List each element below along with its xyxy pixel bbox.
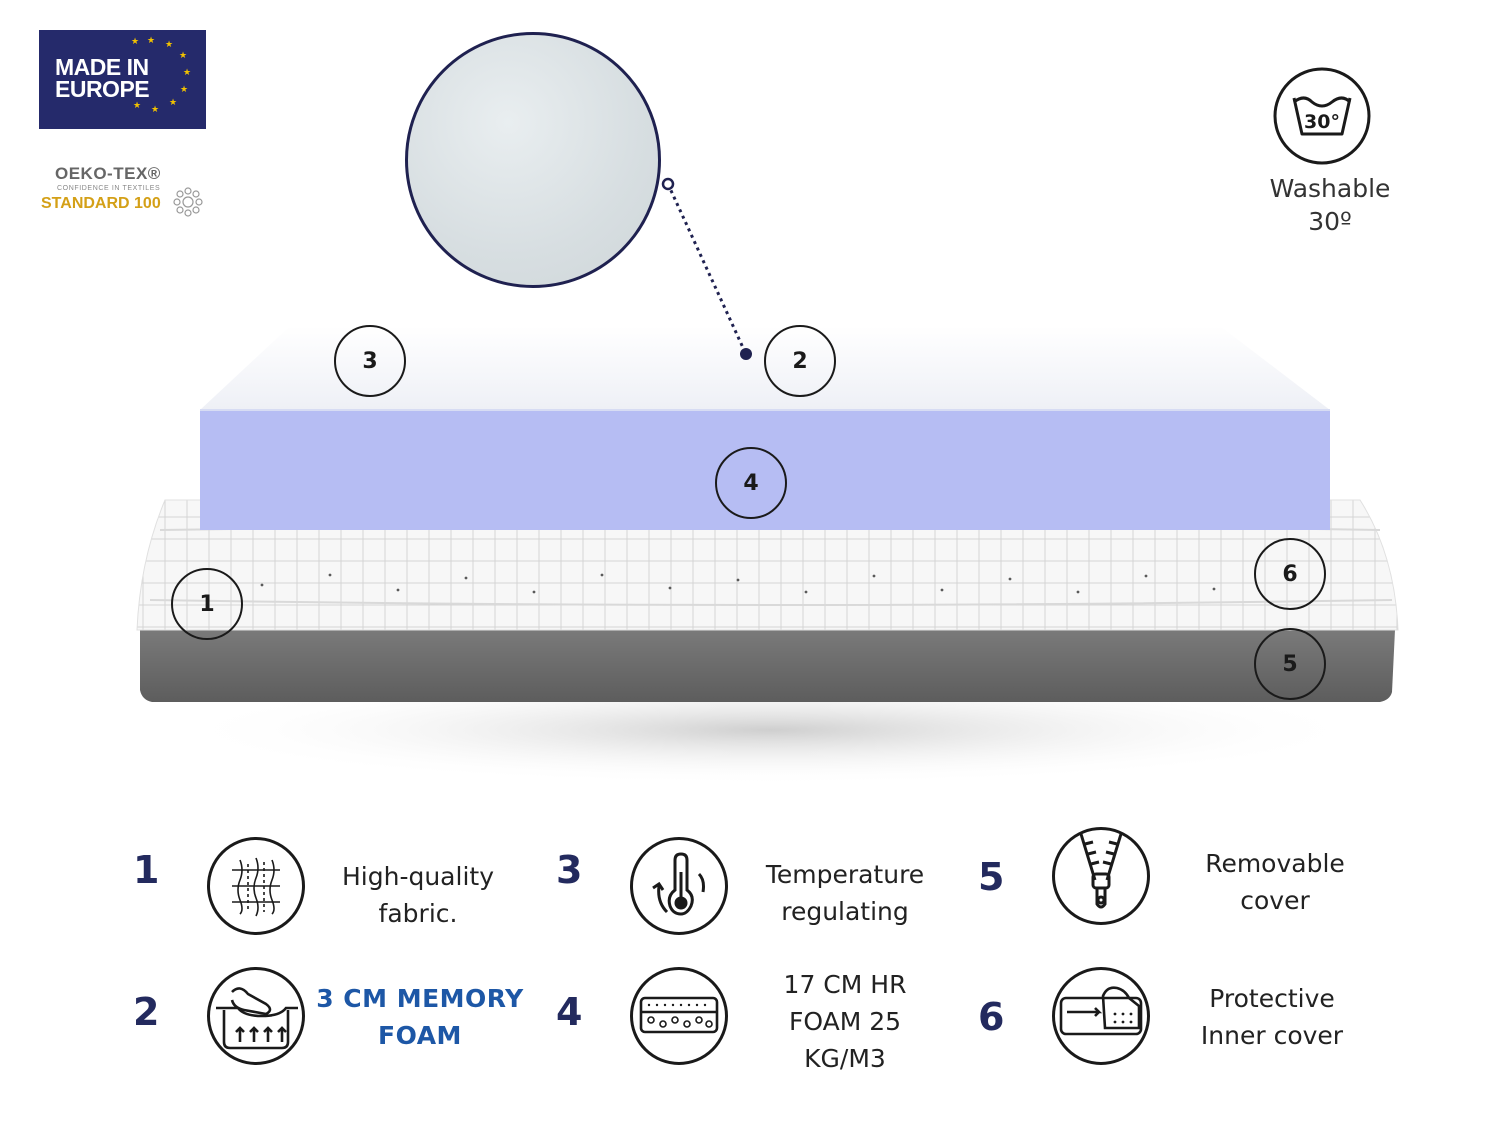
svg-text:★: ★: [169, 98, 177, 108]
svg-text:★: ★: [165, 40, 173, 50]
thermometer-cycle-icon: [630, 837, 728, 935]
svg-text:★: ★: [180, 85, 188, 95]
wash-temp-text: 30°: [1304, 111, 1340, 133]
fabric-zoom-circle: [405, 32, 661, 288]
legend-text-6: Protective Inner cover: [1172, 980, 1372, 1054]
legend-text-5: Removable cover: [1175, 845, 1375, 919]
washable-icon: 30°: [1272, 66, 1372, 166]
legend-3-line-2: regulating: [781, 897, 909, 926]
svg-text:★: ★: [183, 68, 191, 78]
legend-number-3: 3: [556, 848, 583, 892]
legend-number-2: 2: [133, 990, 160, 1034]
oeko-flower-icon: [173, 187, 203, 217]
made-in-text: MADE IN: [55, 54, 149, 80]
oeko-tex-badge: OEKO-TEX® CONFIDENCE IN TEXTILES STANDAR…: [40, 164, 215, 224]
svg-text:★: ★: [131, 37, 139, 47]
oeko-tex-title: OEKO-TEX®: [55, 164, 161, 183]
legend-text-3: Temperature regulating: [745, 856, 945, 930]
legend-1-line-2: fabric.: [378, 899, 458, 928]
marker-4: 4: [715, 447, 787, 519]
legend-number-5: 5: [978, 855, 1005, 899]
oeko-tex-standard: STANDARD 100: [41, 195, 161, 212]
legend-3-line-1: Temperature: [765, 860, 925, 889]
memory-foam-press-icon: [207, 967, 305, 1065]
legend-number-6: 6: [978, 995, 1005, 1039]
washable-label-line1: Washable: [1269, 174, 1391, 203]
quilted-cover-layer: [136, 499, 1399, 631]
marker-6: 6: [1254, 538, 1326, 610]
washable-label: Washable 30º: [1240, 172, 1420, 238]
oeko-tex-subtitle: CONFIDENCE IN TEXTILES: [57, 185, 161, 192]
marker-1: 1: [171, 568, 243, 640]
legend-2-line-2: FOAM: [378, 1021, 462, 1050]
svg-text:★: ★: [133, 101, 141, 111]
washable-label-line2: 30º: [1308, 207, 1352, 236]
svg-text:★: ★: [147, 36, 155, 46]
legend-text-2: 3 CM MEMORY FOAM: [305, 980, 535, 1054]
legend-5-line-2: cover: [1240, 886, 1310, 915]
marker-2: 2: [764, 325, 836, 397]
inner-cover-icon: [1052, 967, 1150, 1065]
marker-3: 3: [334, 325, 406, 397]
legend-text-1: High-quality fabric.: [318, 858, 518, 932]
legend-1-line-1: High-quality: [341, 862, 494, 891]
zipper-icon: [1052, 827, 1150, 925]
legend-text-4: 17 CM HR FOAM 25 KG/M3: [745, 966, 945, 1077]
legend-6-line-1: Protective: [1209, 984, 1335, 1013]
legend-4-line-2: FOAM 25: [788, 1007, 902, 1036]
legend-5-line-1: Removable: [1205, 849, 1345, 878]
legend-4-line-3: KG/M3: [804, 1044, 886, 1073]
legend-2-line-1: 3 CM MEMORY: [316, 984, 524, 1013]
fabric-weave-icon: [207, 837, 305, 935]
legend-4-line-1: 17 CM HR: [783, 970, 907, 999]
legend-number-4: 4: [556, 990, 583, 1034]
eu-stars-icon: ★★★ ★★★ ★★★: [131, 36, 191, 115]
legend-number-1: 1: [133, 848, 160, 892]
made-in-europe-badge: ★★★ ★★★ ★★★ MADE IN EUROPE: [39, 30, 206, 129]
svg-text:★: ★: [151, 105, 159, 115]
europe-text: EUROPE: [55, 76, 150, 102]
marker-5: 5: [1254, 628, 1326, 700]
svg-text:★: ★: [179, 51, 187, 61]
legend-6-line-2: Inner cover: [1200, 1021, 1344, 1050]
base-gray-layer: [140, 630, 1395, 702]
foam-block-icon: [630, 967, 728, 1065]
